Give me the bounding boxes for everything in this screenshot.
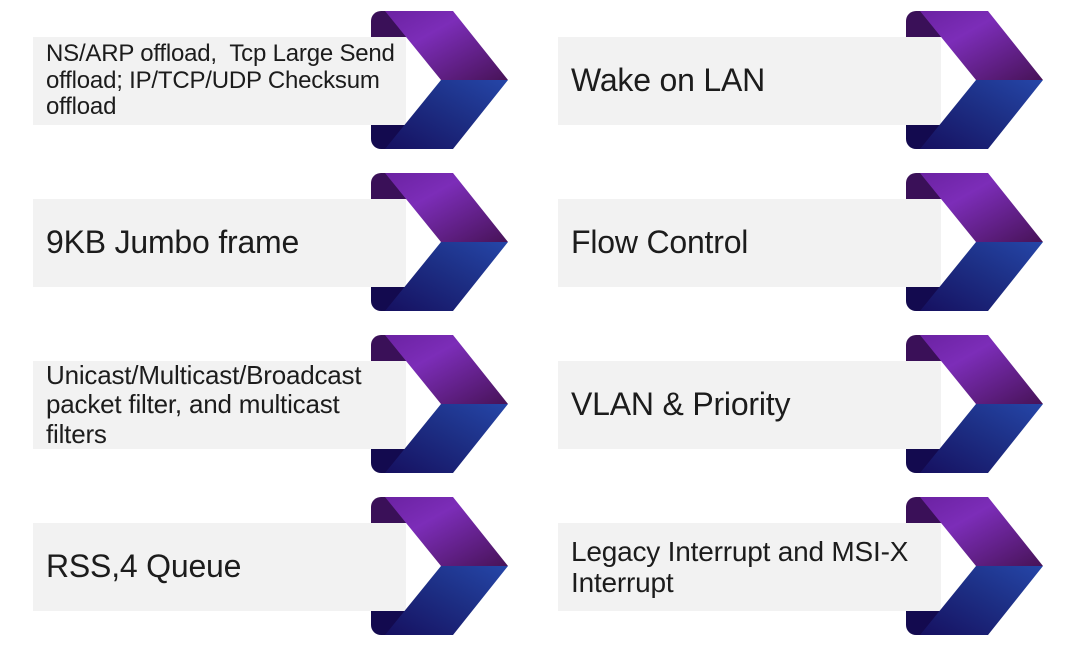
feature-label-bar: Flow Control bbox=[558, 199, 941, 287]
feature-packet-filters: Unicast/Multicast/Broadcast packet filte… bbox=[0, 324, 540, 486]
feature-label: 9KB Jumbo frame bbox=[46, 224, 300, 261]
feature-jumbo-frame: 9KB Jumbo frame bbox=[0, 162, 540, 324]
feature-label-bar: 9KB Jumbo frame bbox=[33, 199, 406, 287]
feature-label-bar: RSS,4 Queue bbox=[33, 523, 406, 611]
chevron-arrow-icon bbox=[920, 335, 1043, 473]
chevron-arrow-icon bbox=[385, 335, 508, 473]
feature-label-bar: VLAN & Priority bbox=[558, 361, 941, 449]
feature-label-bar: Legacy Interrupt and MSI-X Interrupt bbox=[558, 523, 941, 611]
feature-label: Legacy Interrupt and MSI-X Interrupt bbox=[571, 535, 909, 598]
feature-label: Unicast/Multicast/Broadcast packet filte… bbox=[46, 360, 362, 449]
feature-label: Wake on LAN bbox=[571, 62, 766, 99]
chevron-arrow-icon bbox=[385, 497, 508, 635]
chevron-arrow-icon bbox=[385, 173, 508, 311]
feature-wake-on-lan: Wake on LAN bbox=[540, 0, 1080, 162]
feature-label: NS/ARP offload, Tcp Large Send offload; … bbox=[46, 39, 395, 121]
feature-label: RSS,4 Queue bbox=[46, 548, 242, 585]
feature-vlan-priority: VLAN & Priority bbox=[540, 324, 1080, 486]
chevron-arrow-icon bbox=[385, 11, 508, 149]
feature-label: VLAN & Priority bbox=[571, 386, 791, 423]
feature-rss-queue: RSS,4 Queue bbox=[0, 486, 540, 648]
chevron-arrow-icon bbox=[920, 497, 1043, 635]
feature-interrupts: Legacy Interrupt and MSI-X Interrupt bbox=[540, 486, 1080, 648]
feature-label-bar: NS/ARP offload, Tcp Large Send offload; … bbox=[33, 37, 406, 125]
feature-flow-control: Flow Control bbox=[540, 162, 1080, 324]
feature-label-bar: Wake on LAN bbox=[558, 37, 941, 125]
feature-offloads: NS/ARP offload, Tcp Large Send offload; … bbox=[0, 0, 540, 162]
chevron-arrow-icon bbox=[920, 173, 1043, 311]
chevron-arrow-icon bbox=[920, 11, 1043, 149]
feature-label-bar: Unicast/Multicast/Broadcast packet filte… bbox=[33, 361, 406, 449]
feature-label: Flow Control bbox=[571, 224, 749, 261]
